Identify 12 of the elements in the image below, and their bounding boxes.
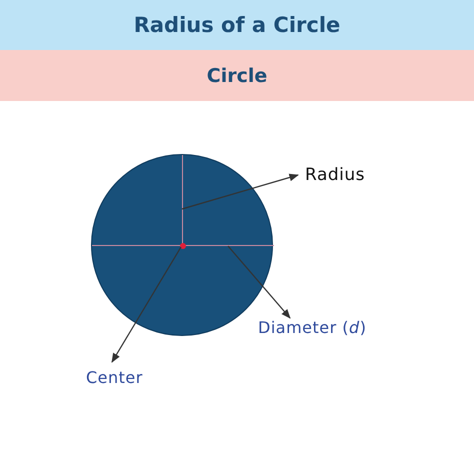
leader-arrow bbox=[111, 246, 182, 363]
callout-label: Center bbox=[86, 368, 143, 387]
subtitle-band bbox=[0, 50, 474, 101]
diameter-line bbox=[92, 245, 274, 246]
leader-arrow bbox=[182, 174, 299, 210]
title: Radius of a Circle bbox=[134, 13, 340, 37]
callout-label: Radius bbox=[305, 165, 366, 185]
band-title: Circle bbox=[206, 64, 268, 86]
radius-line bbox=[182, 155, 183, 246]
leader-arrow bbox=[228, 246, 291, 319]
center-point bbox=[180, 243, 186, 249]
callout-label: Diameter (d) bbox=[258, 318, 366, 337]
